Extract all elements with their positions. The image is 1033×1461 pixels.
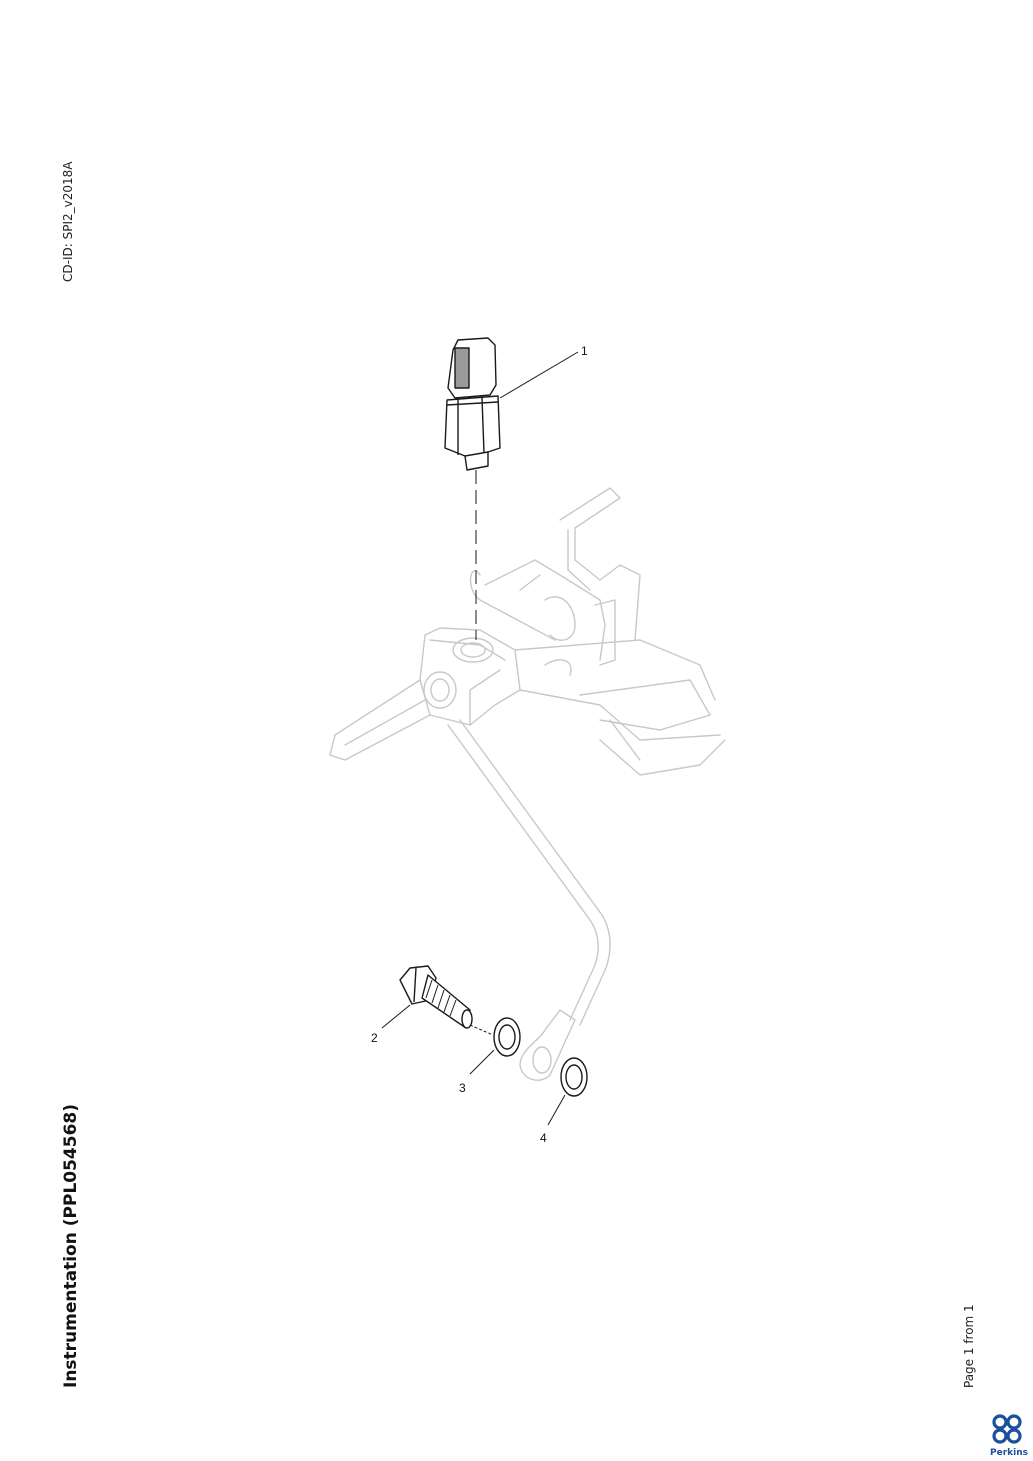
banjo-bolt-part <box>399 965 473 1029</box>
callout-1: 1 <box>581 344 588 358</box>
perkins-logo-icon <box>992 1414 1022 1444</box>
callout-3: 3 <box>459 1081 466 1095</box>
leader-lines <box>381 351 579 1126</box>
callout-2: 2 <box>371 1031 378 1045</box>
ghost-assembly <box>329 487 726 1081</box>
pressure-sensor-part <box>444 337 501 471</box>
brand-name: Perkins <box>990 1448 1028 1458</box>
washer-part-3 <box>493 1017 521 1057</box>
washer-part-4 <box>560 1057 588 1097</box>
callout-4: 4 <box>540 1131 547 1145</box>
